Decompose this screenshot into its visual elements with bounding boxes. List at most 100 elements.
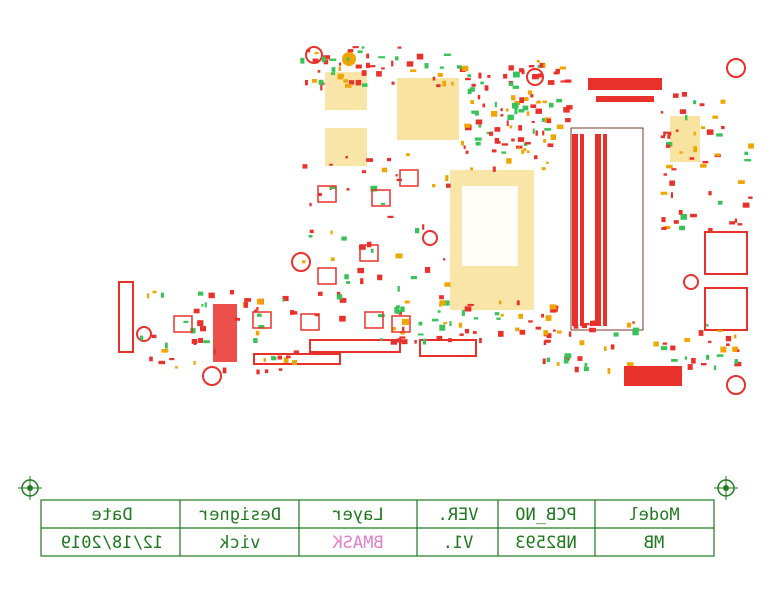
smd-pad	[336, 291, 341, 296]
mount-hole-4	[726, 58, 746, 78]
smd-pad	[286, 355, 291, 359]
smd-pad	[193, 340, 197, 345]
smd-pad	[701, 363, 707, 366]
smd-pad	[661, 217, 666, 223]
smd-pad	[460, 140, 464, 146]
smd-pad	[494, 127, 501, 132]
smd-pad	[699, 103, 705, 107]
smd-pad	[499, 300, 502, 305]
title-block-grid	[40, 499, 715, 557]
smd-pad	[169, 358, 175, 361]
value-date: 12/18/2019	[61, 533, 163, 553]
smd-pad	[395, 174, 398, 177]
smd-pad	[666, 141, 673, 147]
smd-pad	[513, 71, 520, 78]
smd-pad	[665, 144, 671, 148]
usb-port-2	[704, 287, 748, 331]
memory-slot-outline	[570, 127, 644, 331]
smd-pad	[721, 126, 725, 129]
smd-pad	[416, 53, 424, 60]
smd-pad	[712, 115, 719, 119]
smd-pad	[717, 329, 723, 332]
smd-pad	[439, 300, 446, 305]
smd-pad	[292, 360, 297, 365]
smd-pad	[292, 311, 298, 315]
smd-pad	[494, 101, 497, 108]
mount-hole-9	[202, 366, 222, 386]
smd-pad	[432, 184, 436, 188]
ic-outline	[300, 313, 320, 331]
smd-pad	[330, 230, 333, 235]
smd-pad	[222, 367, 227, 374]
smd-pad	[282, 295, 289, 302]
smd-pad	[590, 320, 595, 327]
smd-pad	[158, 360, 166, 365]
memory-slot-pins-left-a	[572, 134, 578, 326]
smd-pad	[387, 157, 392, 162]
smd-pad	[418, 321, 423, 326]
smd-pad	[213, 348, 216, 355]
smd-pad	[542, 130, 545, 136]
smd-pad	[370, 185, 378, 192]
smd-pad	[392, 327, 396, 331]
smd-pad	[498, 330, 504, 337]
smd-pad	[397, 46, 402, 49]
smd-pad	[733, 334, 737, 339]
right-connector	[670, 116, 700, 162]
smd-pad	[518, 313, 523, 319]
smd-pad	[680, 214, 687, 220]
smd-pad	[742, 202, 750, 208]
smd-pad	[282, 299, 285, 302]
smd-pad	[140, 335, 144, 341]
left-pad-array	[213, 304, 237, 362]
smd-pad	[564, 353, 572, 359]
smd-pad	[395, 253, 403, 259]
smd-pad	[193, 308, 200, 314]
smd-pad	[439, 66, 444, 69]
smd-pad	[458, 322, 463, 328]
mount-hole-6	[422, 230, 438, 246]
smd-pad	[442, 300, 450, 306]
smd-pad	[684, 338, 691, 342]
smd-pad	[748, 143, 754, 149]
ic-outline	[359, 244, 379, 262]
smd-pad	[512, 102, 519, 109]
smd-pad	[706, 129, 714, 135]
smd-pad	[346, 57, 350, 61]
smd-pad	[308, 234, 313, 238]
smd-pad	[317, 70, 321, 73]
smd-pad	[667, 132, 672, 136]
smd-pad	[465, 77, 471, 81]
smd-pad	[391, 60, 394, 67]
smd-pad	[702, 160, 709, 164]
smd-pad	[581, 323, 587, 329]
smd-pad	[257, 313, 262, 317]
smd-pad	[496, 317, 501, 320]
smd-pad	[573, 324, 579, 329]
smd-pad	[387, 215, 394, 218]
smd-pad	[525, 141, 531, 145]
smd-pad	[198, 337, 203, 343]
smd-pad	[314, 313, 319, 317]
smd-pad	[475, 141, 481, 146]
ic-outline	[252, 311, 272, 329]
smd-pad	[560, 80, 567, 83]
smd-pad	[549, 102, 554, 108]
smd-pad	[311, 79, 317, 83]
smd-pad	[355, 79, 362, 86]
smd-pad	[681, 92, 687, 97]
smd-pad	[381, 167, 387, 173]
smd-pad	[357, 50, 363, 54]
smd-pad	[556, 98, 563, 103]
smd-pad	[535, 326, 542, 330]
smd-pad	[395, 56, 399, 61]
smd-pad	[707, 340, 712, 343]
smd-pad	[463, 145, 466, 149]
smd-pad	[343, 79, 349, 83]
smd-pad	[339, 298, 347, 303]
smd-pad	[480, 81, 484, 85]
smd-pad	[716, 354, 724, 357]
smd-pad	[563, 358, 569, 364]
smd-pad	[685, 114, 688, 121]
smd-pad	[530, 94, 534, 98]
